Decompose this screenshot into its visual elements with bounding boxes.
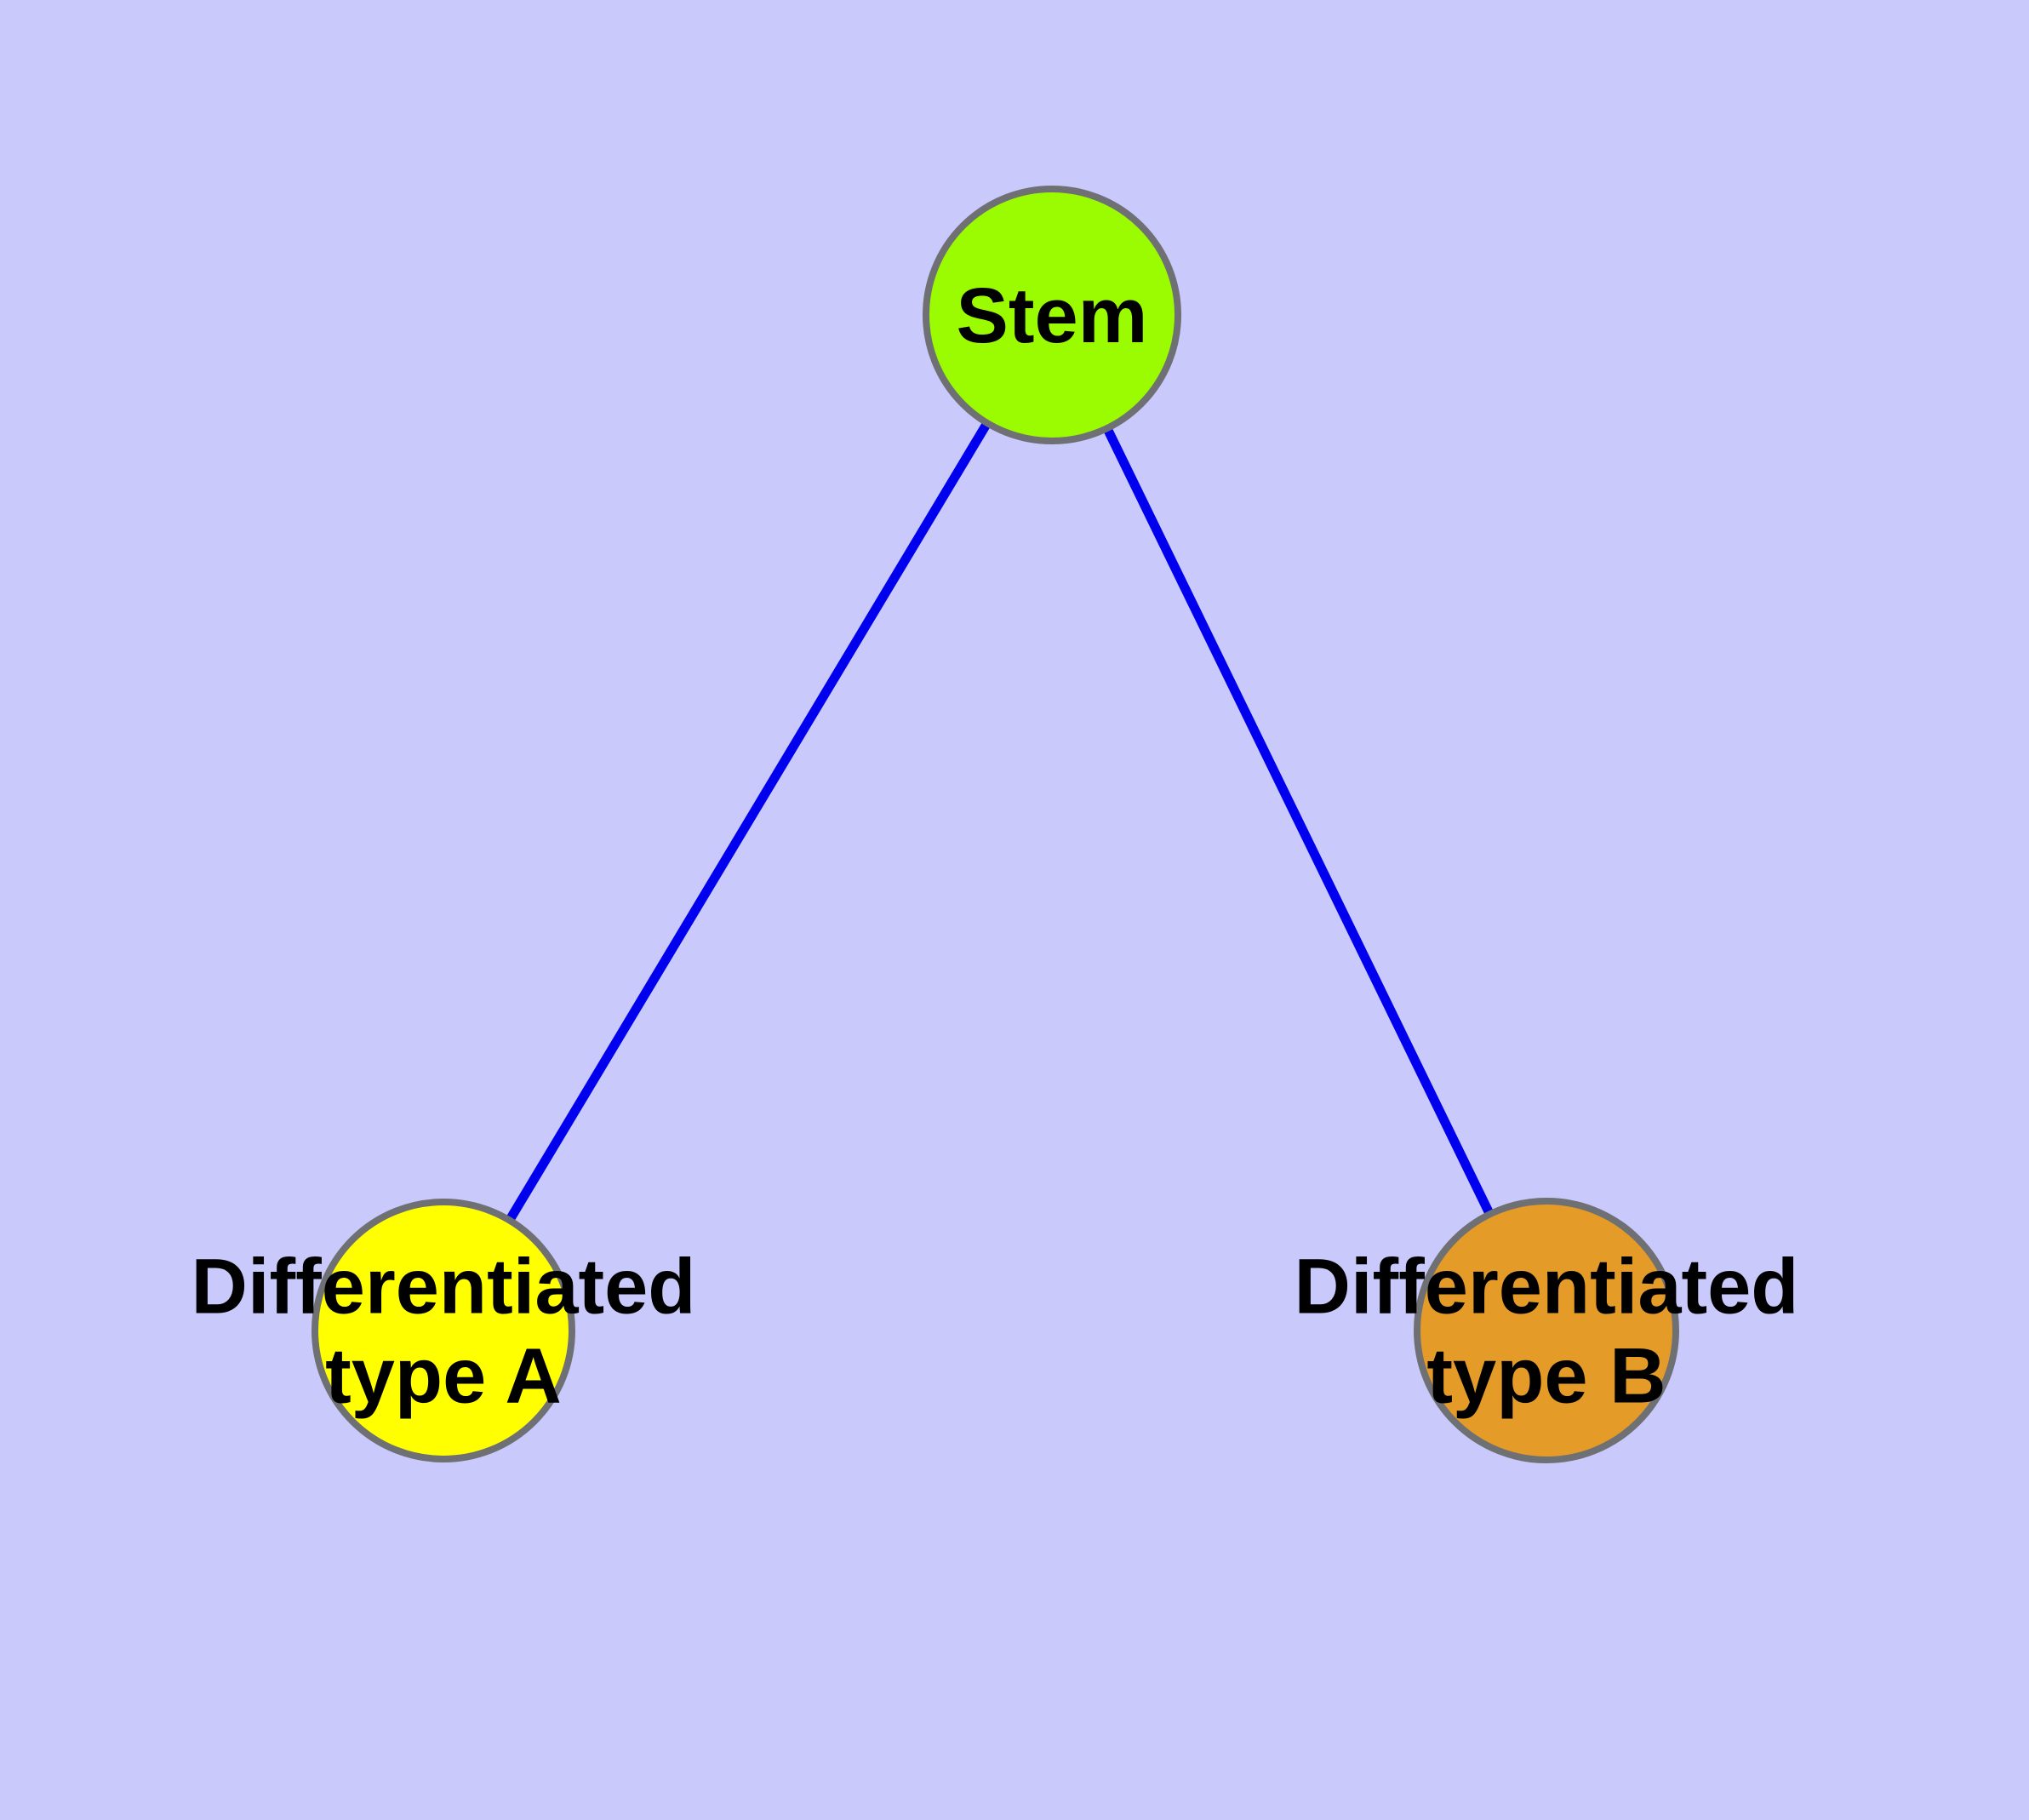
node-label-stem: Stem [957, 272, 1148, 359]
edge-stem-to-diff-a [505, 421, 992, 1223]
edges-layer [505, 421, 1495, 1223]
node-label-line: Differentiated [191, 1244, 696, 1331]
node-label-line: type B [1426, 1333, 1666, 1420]
node-label-line: Stem [957, 272, 1148, 359]
edge-stem-to-diff-b [1102, 426, 1495, 1216]
node-label-line: type A [325, 1333, 562, 1420]
node-diff_a[interactable] [311, 1199, 575, 1462]
node-label-line: Differentiated [1295, 1244, 1799, 1331]
node-stem[interactable] [923, 186, 1181, 444]
node-diff_b[interactable] [1414, 1198, 1679, 1463]
nodes-layer [311, 186, 1679, 1463]
